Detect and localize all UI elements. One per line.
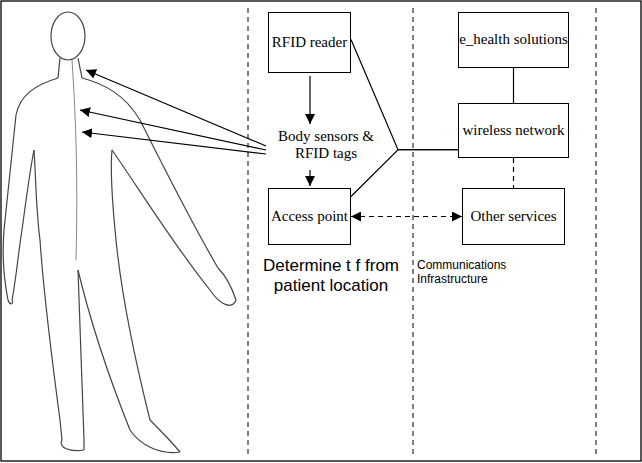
service-box: e_health solutions (458, 12, 569, 68)
network-box: wireless network (458, 103, 569, 158)
connector (513, 68, 514, 103)
column-caption: Determine t f from patient location (252, 256, 410, 297)
connector (351, 216, 462, 217)
sensor-arrows (80, 70, 310, 186)
column-dividers (248, 8, 596, 458)
connector (513, 158, 514, 188)
service-box: Other services (462, 188, 565, 245)
device-box: RFID reader (268, 12, 351, 73)
connector (351, 150, 458, 197)
device-box: Access point (268, 188, 351, 245)
sensor-label: Body sensors & RFID tags (270, 128, 382, 163)
human-body (3, 12, 236, 453)
box-text: RFID reader (272, 34, 347, 51)
box-text: e_health solutions (459, 31, 568, 48)
box-text: Access point (271, 208, 348, 225)
column-caption: Communications Infrastructure (417, 258, 529, 287)
box-text: wireless network (462, 122, 564, 139)
box-text: Other services (470, 208, 556, 225)
